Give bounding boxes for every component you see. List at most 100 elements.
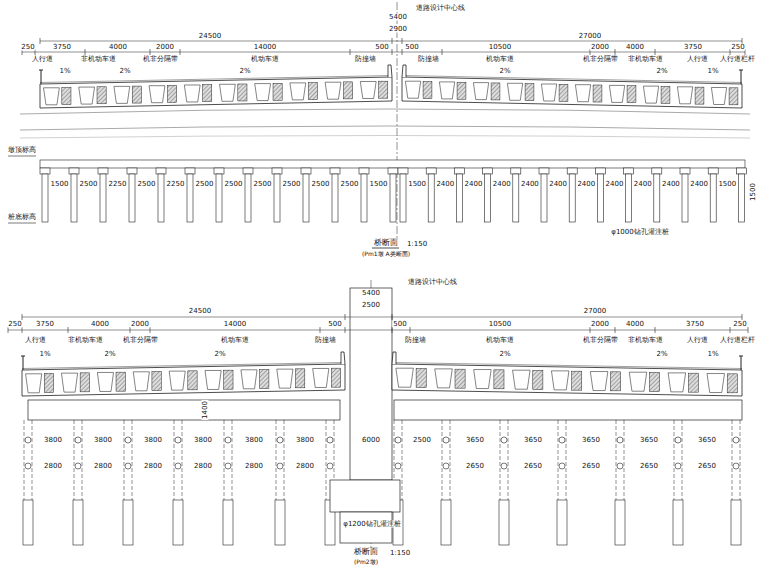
dimension-text: 2500 bbox=[224, 181, 244, 188]
pile-shaft bbox=[173, 500, 183, 545]
dimension-text: 250 bbox=[7, 321, 22, 328]
dimension-tick bbox=[742, 314, 743, 320]
pile-shaft bbox=[73, 500, 83, 545]
pile-shaft bbox=[513, 174, 519, 222]
slope-text: 2% bbox=[238, 68, 251, 75]
pile-shaft bbox=[731, 500, 741, 545]
pile-head bbox=[708, 168, 718, 174]
pile-shaft bbox=[390, 174, 396, 222]
girder-cell bbox=[473, 83, 488, 100]
dimension-text: 2000 bbox=[130, 321, 150, 328]
ground-line bbox=[20, 136, 750, 139]
slope-text: 2% bbox=[655, 68, 668, 75]
girder-cell bbox=[609, 85, 624, 102]
pile-shaft bbox=[615, 500, 625, 545]
pile-cap-band bbox=[40, 160, 745, 168]
centerline-note: 道路设计中心线 bbox=[415, 5, 466, 12]
pile-head bbox=[388, 168, 398, 174]
section-subtitle: (Pm2墩) bbox=[353, 559, 379, 565]
dimension-tick bbox=[345, 314, 346, 320]
pile-head bbox=[539, 168, 549, 174]
column-edge bbox=[500, 420, 501, 500]
dimension-tick bbox=[22, 327, 23, 333]
column-edge bbox=[624, 420, 625, 500]
dimension-tick bbox=[350, 49, 351, 55]
girder-cell bbox=[405, 81, 420, 98]
girder-web bbox=[188, 371, 197, 390]
column-mark bbox=[125, 437, 131, 443]
girder-web bbox=[559, 84, 568, 101]
pile-shaft bbox=[275, 500, 285, 545]
girder-cell bbox=[149, 86, 165, 103]
column-mark bbox=[675, 463, 681, 469]
dimension-tick bbox=[320, 327, 321, 333]
girder-cell bbox=[507, 83, 522, 100]
pile-head bbox=[185, 168, 195, 174]
pile-head bbox=[127, 168, 137, 174]
dimension-tick bbox=[22, 314, 23, 320]
dimension-tick bbox=[40, 38, 41, 44]
column-edge bbox=[740, 420, 741, 500]
girder-cell bbox=[26, 374, 42, 393]
crash-barrier bbox=[388, 65, 392, 77]
scale-text: 1:150 bbox=[406, 241, 428, 248]
dimension-text: 500 bbox=[404, 44, 419, 51]
dimension-text: 2500 bbox=[361, 302, 381, 309]
girder-web bbox=[238, 84, 247, 101]
column-edge bbox=[682, 420, 683, 500]
pile-note: φ1000钻孔灌注桩 bbox=[610, 229, 669, 236]
pile-shaft bbox=[400, 174, 406, 222]
column-mark bbox=[75, 437, 81, 443]
pile-shaft bbox=[710, 174, 716, 222]
crash-barrier bbox=[392, 352, 396, 364]
pile-shaft bbox=[158, 174, 164, 222]
dimension-text: 3650 bbox=[523, 437, 543, 444]
girder-cell bbox=[325, 82, 341, 99]
dimension-text: 2400 bbox=[492, 181, 512, 188]
pile-head bbox=[243, 168, 253, 174]
dimension-text: 3800 bbox=[193, 437, 213, 444]
dimension-tick bbox=[655, 327, 656, 333]
dimension-text: 250 bbox=[732, 321, 747, 328]
girder-web bbox=[167, 85, 176, 102]
dimension-text: 2500 bbox=[340, 181, 360, 188]
girder-cell bbox=[277, 369, 293, 388]
dimension-text: 2400 bbox=[689, 181, 709, 188]
dimension-tick bbox=[590, 327, 591, 333]
section-title: 桥断面 bbox=[353, 548, 379, 556]
pile-head bbox=[156, 168, 166, 174]
dimension-text: 2400 bbox=[576, 181, 596, 188]
girder-cell bbox=[551, 371, 569, 390]
lane-name: 机动车道 bbox=[220, 337, 250, 344]
pile-head bbox=[214, 168, 224, 174]
pile-head bbox=[69, 168, 79, 174]
dimension-text: 3650 bbox=[581, 437, 601, 444]
railing-post bbox=[41, 70, 42, 84]
dimension-tick bbox=[748, 327, 749, 333]
girder-web bbox=[457, 82, 466, 99]
column-mark bbox=[327, 437, 333, 443]
pile-head bbox=[454, 168, 464, 174]
dimension-text: 2800 bbox=[43, 463, 63, 470]
column-edge bbox=[224, 420, 225, 500]
pile-shaft bbox=[682, 174, 688, 222]
girder-cell bbox=[241, 370, 257, 389]
pile-shaft bbox=[541, 174, 547, 222]
dimension-text: 2500 bbox=[195, 181, 215, 188]
pier-cap bbox=[28, 400, 340, 420]
lane-name: 机非分隔带 bbox=[582, 337, 619, 344]
dimension-text: 2400 bbox=[435, 181, 455, 188]
dimension-text: 2800 bbox=[193, 463, 213, 470]
dimension-text: 3750 bbox=[52, 44, 72, 51]
lane-name: 防撞墙 bbox=[314, 337, 337, 344]
dimension-text: 27000 bbox=[578, 33, 602, 40]
dimension-text: 3800 bbox=[143, 437, 163, 444]
girder-cell bbox=[590, 372, 608, 391]
dimension-tick bbox=[85, 49, 86, 55]
railing-cap bbox=[39, 70, 43, 71]
girder-cell bbox=[677, 87, 692, 104]
slope-text: 2% bbox=[213, 351, 226, 358]
girder-web bbox=[260, 370, 269, 389]
girder-web bbox=[727, 374, 737, 393]
